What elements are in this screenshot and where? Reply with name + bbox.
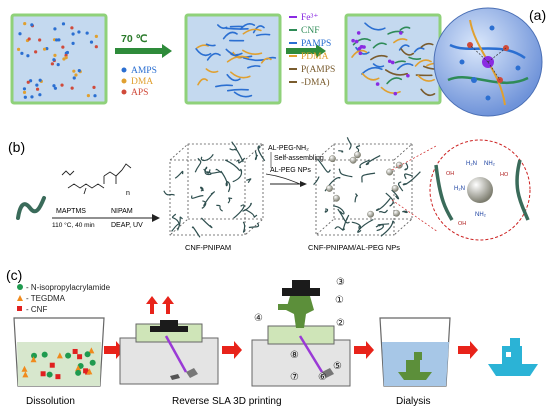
svg-text:H₂N: H₂N bbox=[466, 161, 477, 167]
condition-110c: 110 °C, 40 min bbox=[52, 221, 95, 229]
monomer-structure bbox=[61, 163, 132, 195]
label-reverse-sla: Reverse SLA 3D printing bbox=[172, 396, 282, 407]
svg-text:OH: OH bbox=[458, 221, 466, 227]
legend-label: DMA bbox=[131, 77, 153, 87]
self-assembly-curve bbox=[265, 173, 301, 185]
legend-nipam-marker bbox=[17, 284, 23, 290]
label-dialysis: Dialysis bbox=[396, 396, 430, 407]
condition-deap-uv: DEAP, UV bbox=[111, 222, 143, 229]
repeat-unit-n: n bbox=[126, 190, 130, 197]
svg-text:HO: HO bbox=[500, 172, 509, 178]
panel-c-letter: (c) bbox=[6, 267, 22, 283]
legend-cnf-marker bbox=[17, 306, 22, 311]
callout-number: ⑦ bbox=[290, 372, 299, 383]
callout-number: ⑧ bbox=[290, 350, 299, 361]
legend-label: - CNF bbox=[26, 305, 47, 314]
product-cnf-pnipam: CNF-PNIPAM bbox=[185, 243, 231, 252]
legend-label: -DMA) bbox=[301, 77, 330, 88]
callout-number: ⑤ bbox=[333, 361, 342, 372]
process-arrow-1 bbox=[104, 341, 124, 359]
zoom-sphere bbox=[433, 7, 543, 117]
polymer-network-box bbox=[184, 13, 282, 105]
crosslinked-network-box bbox=[344, 13, 444, 105]
step1-temperature: 70 ℃ bbox=[121, 33, 148, 45]
process-arrow-3 bbox=[354, 341, 374, 359]
label-dissolution: Dissolution bbox=[26, 396, 75, 407]
legend-label: P(AMPS bbox=[301, 64, 335, 75]
monomer-solution-box bbox=[10, 13, 108, 105]
reagent-nipam: NIPAM bbox=[111, 208, 133, 215]
callout-number: ① bbox=[335, 295, 344, 306]
panel-a-letter: (a) bbox=[529, 7, 546, 23]
step2-arrow bbox=[286, 44, 326, 58]
legend-label: - N-isopropylacrylamide bbox=[26, 283, 111, 292]
process-arrow-4 bbox=[458, 341, 478, 359]
process-arrow-2 bbox=[222, 341, 242, 359]
legend-label: CNF bbox=[301, 26, 319, 36]
panel-b-letter: (b) bbox=[8, 139, 25, 155]
legend-label: PAMPS bbox=[301, 39, 331, 49]
cnf-pnipam-cube bbox=[163, 141, 266, 238]
legend-marker bbox=[121, 67, 127, 73]
lift-arrows bbox=[146, 296, 174, 314]
legend-label: Fe³⁺ bbox=[301, 13, 318, 23]
reaction-arrowhead-2 bbox=[300, 181, 307, 187]
svg-text:OH: OH bbox=[446, 171, 454, 177]
printed-boat bbox=[488, 338, 538, 376]
svg-text:NH₂: NH₂ bbox=[484, 161, 496, 167]
reagent-maptms: MAPTMS bbox=[56, 208, 86, 215]
cnf-strand bbox=[16, 196, 46, 220]
cnf-pnipam-alpeg-cube bbox=[313, 137, 421, 237]
reagent-al-peg-nps: AL-PEG NPs bbox=[270, 167, 311, 174]
zoom-line-top bbox=[391, 145, 437, 171]
printer-vat-2 bbox=[251, 280, 351, 387]
step1-arrow bbox=[115, 44, 172, 58]
legend-marker bbox=[121, 78, 127, 84]
legend-marker bbox=[121, 89, 127, 95]
callout-number: ③ bbox=[336, 277, 345, 288]
callout-number: ② bbox=[336, 318, 345, 329]
legend-label: APS bbox=[131, 88, 148, 98]
dissolution-beaker bbox=[13, 317, 105, 387]
legend-tegdma-marker bbox=[17, 295, 23, 301]
nanoparticle-zoom: H₂N NH₂ H₂N NH₂ OH HO OH bbox=[429, 139, 531, 241]
reaction-arrowhead-1 bbox=[152, 214, 160, 222]
legend-label: PDMA bbox=[301, 52, 329, 62]
legend-label: AMPS bbox=[131, 66, 157, 76]
printer-vat-1 bbox=[119, 320, 219, 385]
svg-text:NH₂: NH₂ bbox=[475, 212, 487, 218]
dialysis-beaker bbox=[379, 317, 451, 387]
reagent-al-peg-nh2: AL-PEG-NH₂ bbox=[268, 145, 309, 152]
legend-label: - TEGDMA bbox=[26, 294, 66, 303]
condition-self-assembling: Self-assembling bbox=[274, 155, 324, 162]
product-cnf-pnipam-alpeg: CNF-PNIPAM/AL-PEG NPs bbox=[308, 243, 400, 252]
callout-number: ④ bbox=[254, 313, 263, 324]
zoom-line-bottom bbox=[391, 199, 439, 233]
svg-text:H₂N: H₂N bbox=[454, 186, 465, 192]
callout-number: ⑥ bbox=[318, 372, 327, 383]
